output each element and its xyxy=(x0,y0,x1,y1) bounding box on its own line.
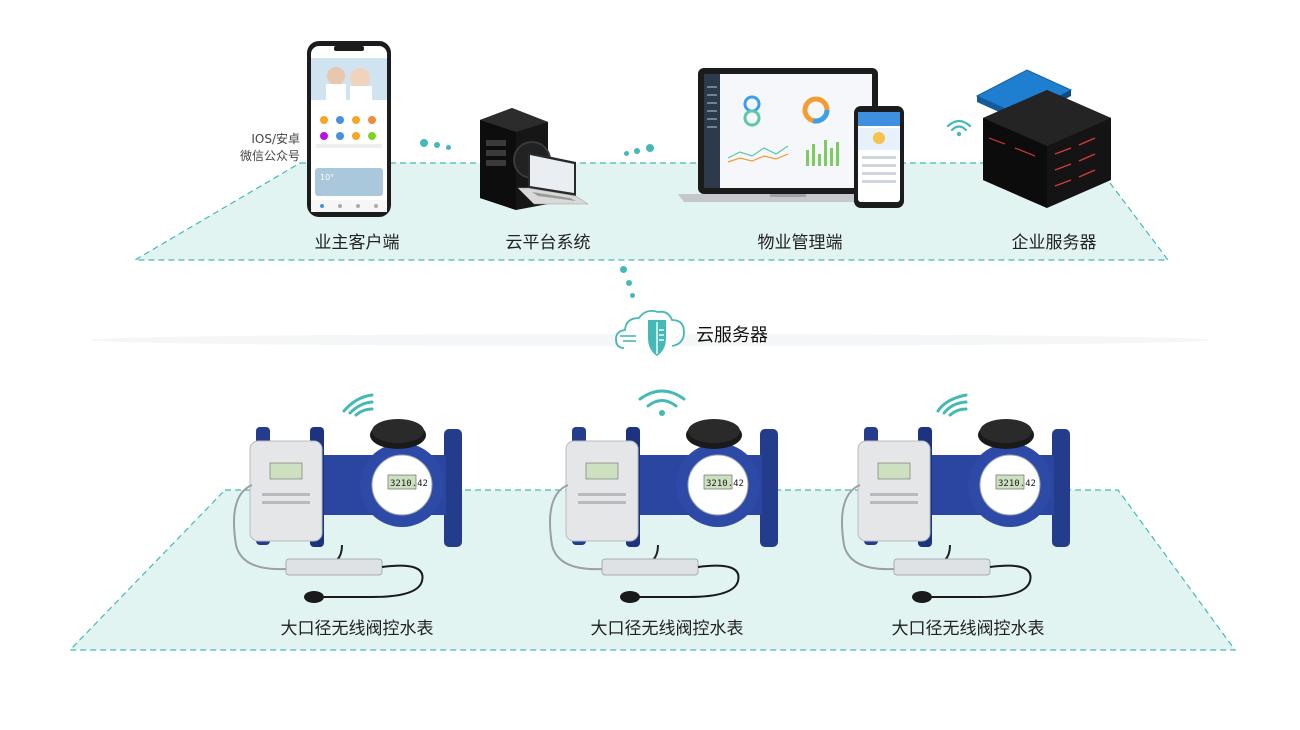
meter-reading: 3210.42 xyxy=(706,479,744,489)
phone-side-labels: IOS/安卓 微信公众号 xyxy=(228,131,300,165)
meter-caption-3: 大口径无线阀控水表 xyxy=(891,619,1045,639)
connector-dot xyxy=(446,145,451,150)
meter-unit-2: 3210.42 xyxy=(538,375,788,619)
property-mgmt-device xyxy=(678,68,904,208)
water-meter-device: 3210.42 xyxy=(841,393,1070,603)
meter-reading: 3210.42 xyxy=(998,479,1036,489)
meter-unit-3: 3210.42 xyxy=(830,375,1080,619)
water-meter-device: 3210.42 xyxy=(233,393,462,603)
connector-dot xyxy=(626,280,632,286)
meter-unit-1: 3210.42 xyxy=(222,375,472,619)
connector-dot xyxy=(646,144,654,152)
wifi-icon xyxy=(342,393,374,417)
cloud-platform-caption: 云平台系统 xyxy=(505,233,591,253)
wechat-label: 微信公众号 xyxy=(239,149,300,163)
cloud-shield-icon xyxy=(615,309,685,356)
phone-temperature: 10° xyxy=(320,173,334,182)
connector-dot xyxy=(420,139,428,147)
connector-dot xyxy=(434,142,440,148)
meter-caption-2: 大口径无线阀控水表 xyxy=(590,619,744,639)
connector-dot xyxy=(630,293,635,298)
property-mgmt-caption: 物业管理端 xyxy=(757,233,843,253)
app-icons xyxy=(320,116,376,140)
phone-device: 10° xyxy=(307,41,391,217)
enterprise-server-caption: 企业服务器 xyxy=(1011,233,1097,253)
wifi-icon xyxy=(638,389,686,416)
cloud-platform-device xyxy=(480,108,589,210)
platform-label: IOS/安卓 xyxy=(251,132,300,146)
wifi-icon xyxy=(946,119,972,137)
meter-caption-1: 大口径无线阀控水表 xyxy=(280,619,434,639)
water-meter-device: 3210.42 xyxy=(549,389,778,603)
enterprise-server-device xyxy=(975,69,1111,208)
phone-caption: 业主客户端 xyxy=(314,233,400,253)
connector-dot xyxy=(634,148,640,154)
wifi-icon xyxy=(936,393,968,417)
cloud-server-caption: 云服务器 xyxy=(696,325,768,346)
connector-dot xyxy=(624,151,629,156)
connector-dot xyxy=(620,266,627,273)
meter-reading: 3210.42 xyxy=(390,479,428,489)
